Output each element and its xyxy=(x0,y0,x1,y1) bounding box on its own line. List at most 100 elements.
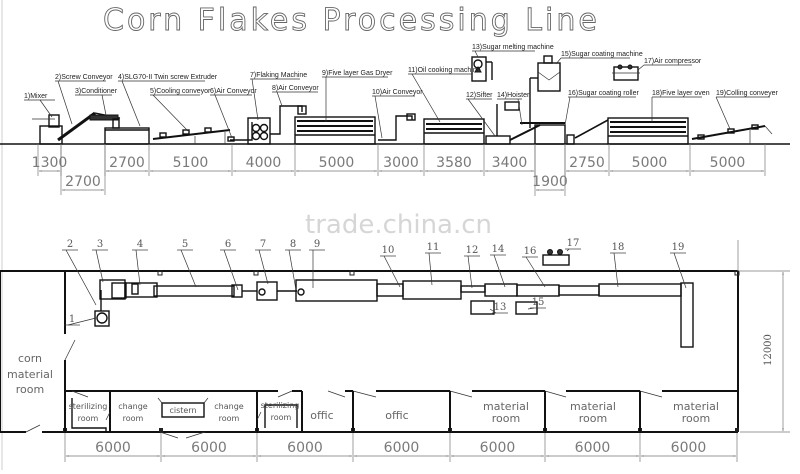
label-4: 4)SLG70-II Twin screw Extruder xyxy=(118,74,218,81)
label-18: 18)Five layer oven xyxy=(652,90,710,97)
elevation-dimension-value: 3580 xyxy=(436,155,472,171)
elevation-dimension-value: 5000 xyxy=(710,155,746,171)
corn-room-door xyxy=(64,339,76,361)
gas-dryer-machine xyxy=(294,116,376,145)
callout-18: 18 xyxy=(612,242,625,253)
callout-4: 4 xyxy=(137,239,143,250)
plan-sugar-roller xyxy=(516,284,560,297)
plan-gas-dryer xyxy=(295,279,378,302)
elevation-dimension-value: 5000 xyxy=(319,155,355,171)
machine-labels: 1)Mixer 2)Screw Conveyor 3)Conditioner 4… xyxy=(24,44,779,139)
plan-extruder xyxy=(124,282,158,298)
callout-10: 10 xyxy=(382,245,395,256)
air-conveyor-10 xyxy=(378,113,416,141)
label-11: 11)Oil cooking machine xyxy=(408,67,481,74)
label-7: 7)Flaking Machine xyxy=(250,72,307,79)
elevation-dimension-value: 2700 xyxy=(109,155,145,171)
callout-7: 7 xyxy=(260,239,266,250)
elevation-dimension-value: 1900 xyxy=(532,174,568,190)
bay-dimension-value: 6000 xyxy=(480,440,516,456)
drawing-title: Corn Flakes Processing Line xyxy=(103,3,600,38)
label-13: 13)Sugar melting machine xyxy=(472,44,554,51)
column xyxy=(159,428,163,432)
room-sterilizing-1-line1: sterilizing xyxy=(69,402,108,411)
bay-dimension-value: 6000 xyxy=(384,440,420,456)
elevation-dimensions-secondary: 2700 1900 xyxy=(60,144,568,196)
label-6: 6)Air Conveyor xyxy=(210,88,257,95)
elevation-view: 1)Mixer 2)Screw Conveyor 3)Conditioner 4… xyxy=(0,44,790,196)
sugar-coating-roller xyxy=(520,122,575,145)
room-change-1-line1: change xyxy=(118,402,148,411)
bay-dimension-value: 6000 xyxy=(95,440,131,456)
room-corn-material-line2: material xyxy=(7,368,53,381)
label-10: 10)Air Conveyor xyxy=(372,89,423,96)
mixer-machine xyxy=(32,114,63,145)
plan-flaking-machine xyxy=(256,281,278,301)
callout-15: 15 xyxy=(532,297,545,308)
elevation-dimension-value: 1300 xyxy=(32,155,68,171)
callout-14: 14 xyxy=(492,244,505,255)
plan-equipment xyxy=(94,249,694,348)
callout-17: 17 xyxy=(567,238,580,249)
room-material-2-line1: material xyxy=(570,400,616,413)
bay-dimension-value: 6000 xyxy=(191,440,227,456)
plan-oven xyxy=(598,283,682,297)
room-corn-material-line1: corn xyxy=(18,352,42,365)
column xyxy=(735,428,739,432)
column xyxy=(734,270,740,276)
callout-1: 1 xyxy=(69,314,75,325)
callout-2: 2 xyxy=(67,239,73,250)
label-15: 15)Sugar coating machine xyxy=(561,51,643,58)
elevation-dimension-value: 4000 xyxy=(246,155,282,171)
watermark: trade.china.cn xyxy=(305,210,492,240)
callout-5: 5 xyxy=(182,239,188,250)
label-19: 19)Colling conveyer xyxy=(716,90,779,97)
room-material-2-line2: room xyxy=(579,412,607,425)
room-material-1-line2: room xyxy=(492,412,520,425)
label-12: 12)Sifter xyxy=(466,92,493,99)
label-5: 5)Cooling conveyor xyxy=(150,88,211,95)
plan-cooling-conveyor xyxy=(153,285,235,297)
room-material-1-line1: material xyxy=(483,400,529,413)
extruder-machine xyxy=(89,114,150,145)
room-sterilizing-2-line2: room xyxy=(271,413,292,422)
column xyxy=(157,270,163,276)
elevation-dimension-value: 5000 xyxy=(632,155,668,171)
air-conveyor-8 xyxy=(270,105,307,135)
air-compressor-machine xyxy=(612,64,640,81)
bay-dimension-value: 6000 xyxy=(287,440,323,456)
cooling-conveyor-machine xyxy=(152,127,231,144)
room-office-1: offic xyxy=(310,409,333,422)
label-14: 14)Hoister xyxy=(497,92,530,99)
room-sterilizing-1-line2: room xyxy=(78,414,99,423)
callout-9: 9 xyxy=(314,239,320,250)
column xyxy=(253,270,259,276)
column xyxy=(349,270,355,276)
entrance-door xyxy=(25,424,41,433)
callout-11: 11 xyxy=(427,242,440,253)
elevation-dimension-value: 3000 xyxy=(383,155,419,171)
callout-16: 16 xyxy=(524,246,537,257)
room-change-2-line1: change xyxy=(214,402,244,411)
elevation-dimension-value: 2750 xyxy=(569,155,605,171)
label-8: 8)Air Conveyor xyxy=(272,85,319,92)
room-material-3-line1: material xyxy=(673,400,719,413)
callout-13: 13 xyxy=(494,302,507,313)
room-sterilizing-2-line1: sterilizing xyxy=(261,401,300,410)
callout-6: 6 xyxy=(225,239,231,250)
elevation-dimension-value: 3400 xyxy=(492,155,528,171)
room-corn-material-line3: room xyxy=(16,383,44,396)
cistern-tank xyxy=(161,402,205,418)
sugar-melting-machine xyxy=(471,56,493,82)
label-2: 2)Screw Conveyor xyxy=(55,74,113,81)
height-dimension-value: 12000 xyxy=(763,334,774,366)
label-9: 9)Five layer Gas Dryer xyxy=(322,70,393,77)
elevation-dimension-value: 2700 xyxy=(65,174,101,190)
flaking-machine xyxy=(247,117,271,145)
callout-12: 12 xyxy=(466,245,479,256)
label-17: 17)Air compressor xyxy=(644,58,702,65)
bay-dimension-value: 6000 xyxy=(575,440,611,456)
